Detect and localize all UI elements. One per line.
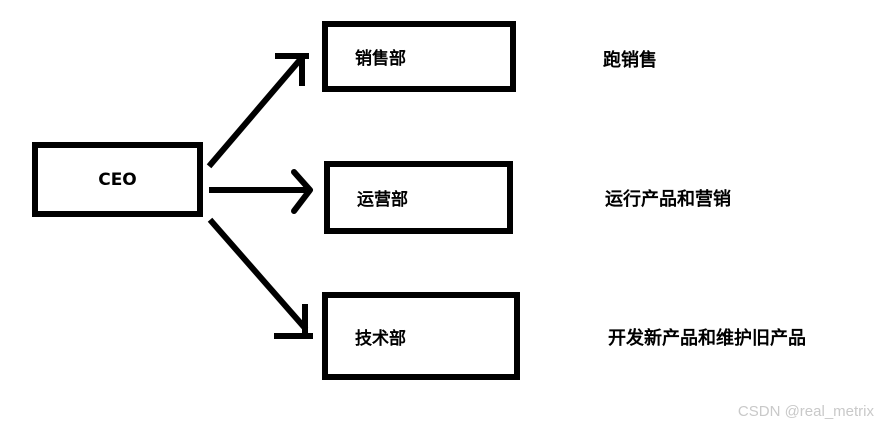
- dept-label-operations: 运营部: [357, 190, 408, 210]
- dept-label-tech: 技术部: [355, 328, 406, 349]
- dept-box-tech: 技术部: [322, 292, 520, 380]
- ceo-label: CEO: [98, 169, 137, 190]
- dept-description-operations: 运行产品和营销: [605, 189, 731, 210]
- watermark: CSDN @real_metrix: [737, 403, 874, 420]
- dept-box-sales: 销售部: [322, 21, 516, 92]
- arrow-ceo-to-tech: [207, 217, 313, 339]
- dept-box-operations: 运营部: [324, 161, 513, 234]
- dept-description-sales: 跑销售: [603, 50, 657, 71]
- arrow-ceo-to-sales: [206, 53, 309, 169]
- ceo-box: CEO: [32, 142, 203, 217]
- dept-label-sales: 销售部: [355, 49, 406, 69]
- dept-description-tech: 开发新产品和维护旧产品: [608, 328, 806, 349]
- arrow-ceo-to-operations: [209, 169, 313, 214]
